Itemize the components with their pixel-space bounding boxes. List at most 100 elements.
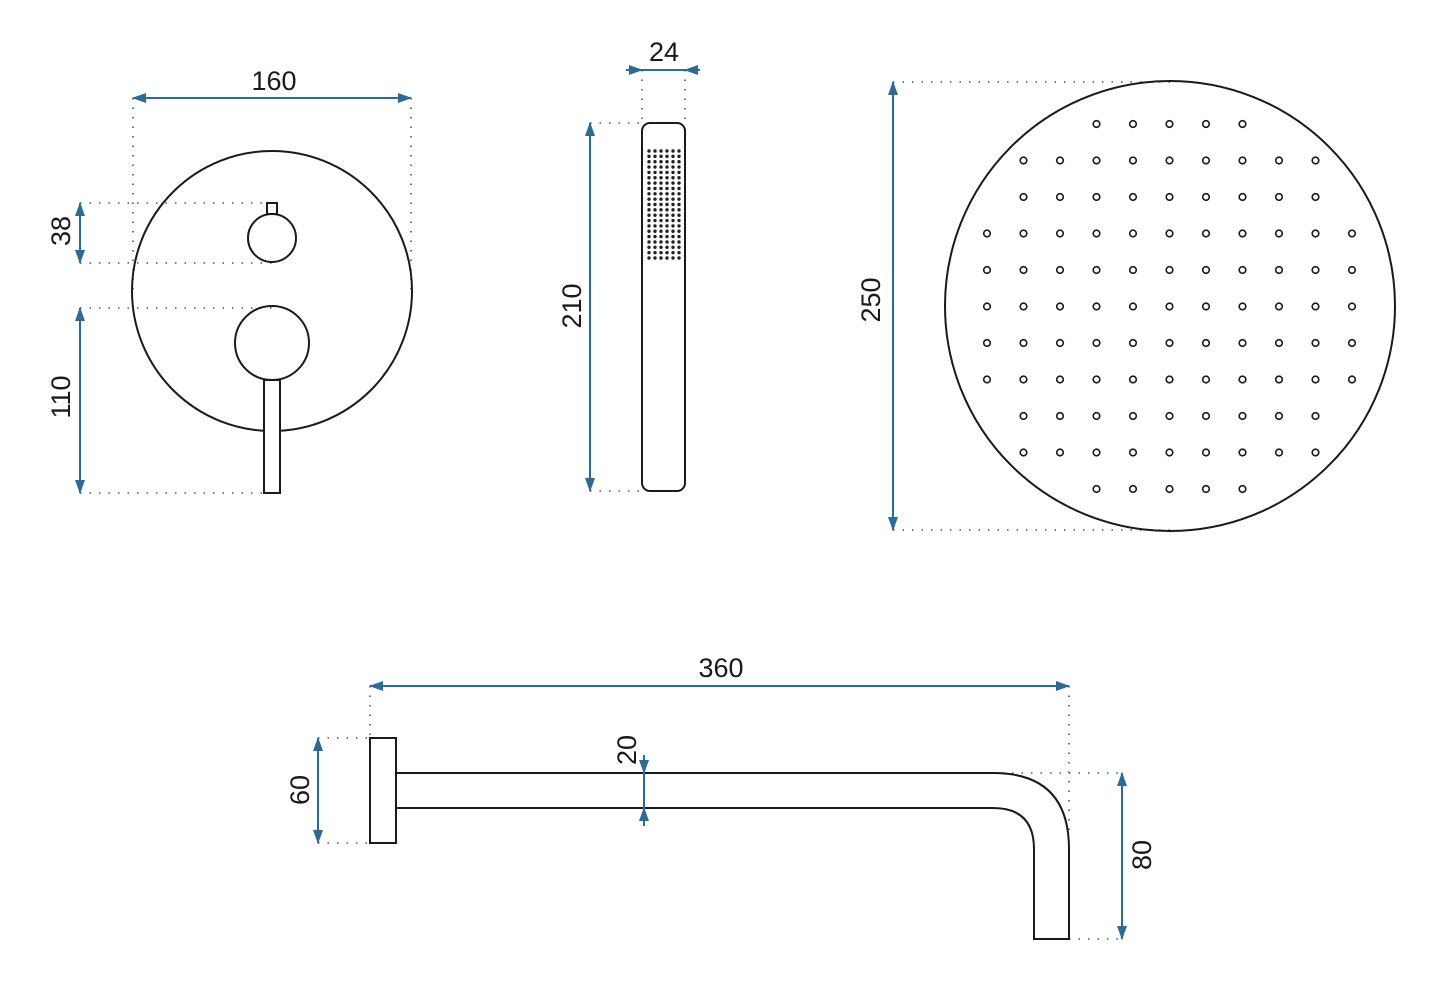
- jet-dot: [671, 176, 675, 180]
- jet-dot: [677, 240, 681, 244]
- nozzle: [1165, 229, 1174, 238]
- jet-dot: [653, 202, 657, 207]
- nozzle: [1347, 338, 1357, 348]
- jet-dot: [665, 208, 669, 212]
- nozzle: [1311, 302, 1320, 311]
- jet-dot: [653, 192, 657, 196]
- jet-dot: [677, 213, 681, 217]
- nozzle: [1165, 338, 1174, 348]
- nozzle: [1128, 411, 1138, 421]
- nozzle: [1274, 375, 1284, 384]
- nozzle: [982, 338, 992, 348]
- nozzle: [1347, 229, 1357, 238]
- jet-dot: [659, 186, 663, 191]
- jet-dot: [653, 245, 657, 249]
- jet-dot: [671, 213, 675, 217]
- jet-dot: [653, 208, 657, 212]
- jet-dot: [653, 256, 657, 260]
- nozzle: [1092, 119, 1101, 129]
- nozzle: [1055, 375, 1065, 384]
- nozzle: [1092, 229, 1101, 238]
- nozzle: [1201, 156, 1211, 165]
- nozzle: [1274, 302, 1284, 311]
- jet-dot: [665, 202, 669, 207]
- jet-dot: [665, 224, 669, 228]
- nozzle: [1019, 338, 1028, 348]
- nozzle: [1128, 192, 1138, 202]
- nozzle: [1274, 265, 1284, 275]
- nozzle: [1311, 192, 1320, 202]
- jet-dot: [659, 154, 663, 159]
- nozzle: [1092, 302, 1101, 311]
- jet-dot: [671, 186, 675, 191]
- jet-dot: [665, 160, 669, 164]
- jet-dot: [665, 240, 669, 244]
- nozzle: [1347, 265, 1357, 275]
- jet-dot: [659, 229, 663, 233]
- shower-arm-drawing: 360 60 20 80: [285, 653, 1157, 940]
- jet-dot: [653, 181, 657, 185]
- nozzle: [1019, 229, 1028, 238]
- jet-dot: [677, 197, 681, 201]
- jet-dot: [653, 218, 657, 223]
- jet-dot: [665, 218, 669, 223]
- jet-dot: [677, 234, 681, 239]
- nozzle: [1019, 156, 1028, 165]
- jet-dot: [665, 256, 669, 260]
- jet-dot: [659, 181, 663, 185]
- nozzle: [1201, 448, 1211, 457]
- jet-dot: [653, 213, 657, 217]
- jet-dot: [659, 160, 663, 164]
- jet-dot: [671, 229, 675, 233]
- nozzle: [1238, 192, 1247, 202]
- nozzle: [1238, 448, 1247, 457]
- nozzle: [1019, 375, 1028, 384]
- jet-dot: [653, 250, 657, 255]
- nozzle: [1092, 375, 1101, 384]
- jet-dot: [653, 240, 657, 244]
- jet-dot: [659, 176, 663, 180]
- nozzle: [1201, 375, 1211, 384]
- nozzle: [1238, 302, 1247, 311]
- shower-head-drawing: 250: [856, 80, 1396, 532]
- jet-dot: [665, 234, 669, 239]
- nozzle: [1201, 192, 1211, 202]
- nozzle: [1311, 265, 1320, 275]
- nozzle: [1274, 192, 1284, 202]
- nozzle: [1128, 265, 1138, 275]
- shower-head-nozzles: [982, 119, 1357, 494]
- jet-dot: [677, 165, 681, 169]
- nozzle: [1201, 119, 1211, 129]
- nozzle: [1311, 229, 1320, 238]
- nozzle: [1274, 448, 1284, 457]
- nozzle: [1201, 265, 1211, 275]
- jet-dot: [659, 250, 663, 255]
- jet-dot: [659, 192, 663, 196]
- jet-dot: [671, 208, 675, 212]
- jet-dot: [677, 229, 681, 233]
- nozzle: [1092, 265, 1101, 275]
- jet-dot: [647, 170, 651, 175]
- nozzle: [1165, 156, 1174, 165]
- nozzle: [1165, 302, 1174, 311]
- dimension-label-80: 80: [1127, 840, 1157, 870]
- nozzle: [982, 229, 992, 238]
- nozzle: [1274, 338, 1284, 348]
- jet-dot: [653, 154, 657, 159]
- nozzle: [982, 302, 992, 311]
- jet-dot: [659, 224, 663, 228]
- nozzle: [982, 375, 992, 384]
- nozzle: [1165, 192, 1174, 202]
- nozzle: [1092, 448, 1101, 457]
- nozzle: [1019, 302, 1028, 311]
- jet-dot: [653, 197, 657, 201]
- nozzle: [1165, 484, 1174, 494]
- nozzle: [1165, 448, 1174, 457]
- jet-dot: [653, 149, 657, 153]
- jet-dot: [671, 165, 675, 169]
- jet-dot: [659, 240, 663, 244]
- nozzle: [1311, 338, 1320, 348]
- nozzle: [1165, 411, 1174, 421]
- jet-dot: [677, 176, 681, 180]
- nozzle: [1092, 156, 1101, 165]
